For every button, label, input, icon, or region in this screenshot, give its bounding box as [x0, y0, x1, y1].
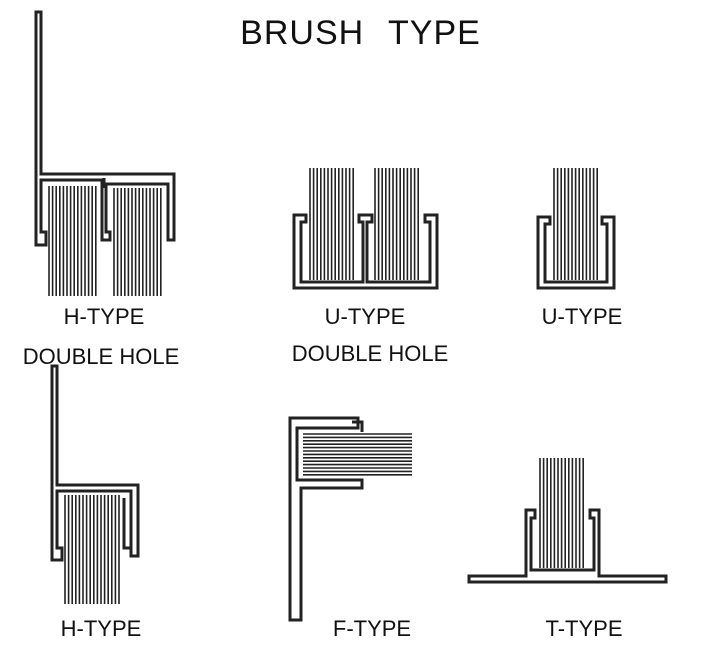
t-type-bristles	[539, 458, 585, 568]
u-type-double-bristles-right	[374, 168, 420, 280]
u-type-profile	[536, 168, 616, 290]
label-h-type-double-hole: DOUBLE HOLE	[22, 344, 180, 369]
u-type-double-hole-profile	[292, 168, 439, 290]
label-u-type: U-TYPE	[541, 304, 623, 329]
h-type-double-bristles-left	[48, 186, 97, 296]
label-u-type-double-hole: DOUBLE HOLE	[291, 341, 449, 366]
h-type-profile	[50, 364, 140, 604]
label-u-type-double: U-TYPE	[324, 304, 406, 329]
u-type-bristles	[553, 168, 599, 280]
label-h-type-double: H-TYPE	[63, 304, 145, 329]
label-h-type: H-TYPE	[60, 616, 142, 641]
label-f-type: F-TYPE	[332, 616, 412, 641]
h-type-double-bristles-right	[113, 188, 162, 296]
h-type-bristles	[64, 495, 120, 604]
u-type-double-bristles-left	[309, 168, 355, 280]
diagram-title: BRUSH TYPE	[240, 14, 481, 52]
t-type-profile	[467, 458, 668, 584]
h-type-double-hole-profile	[34, 10, 176, 296]
f-type-bristles	[303, 433, 412, 476]
label-t-type: T-TYPE	[545, 616, 623, 641]
f-type-profile	[288, 416, 412, 622]
